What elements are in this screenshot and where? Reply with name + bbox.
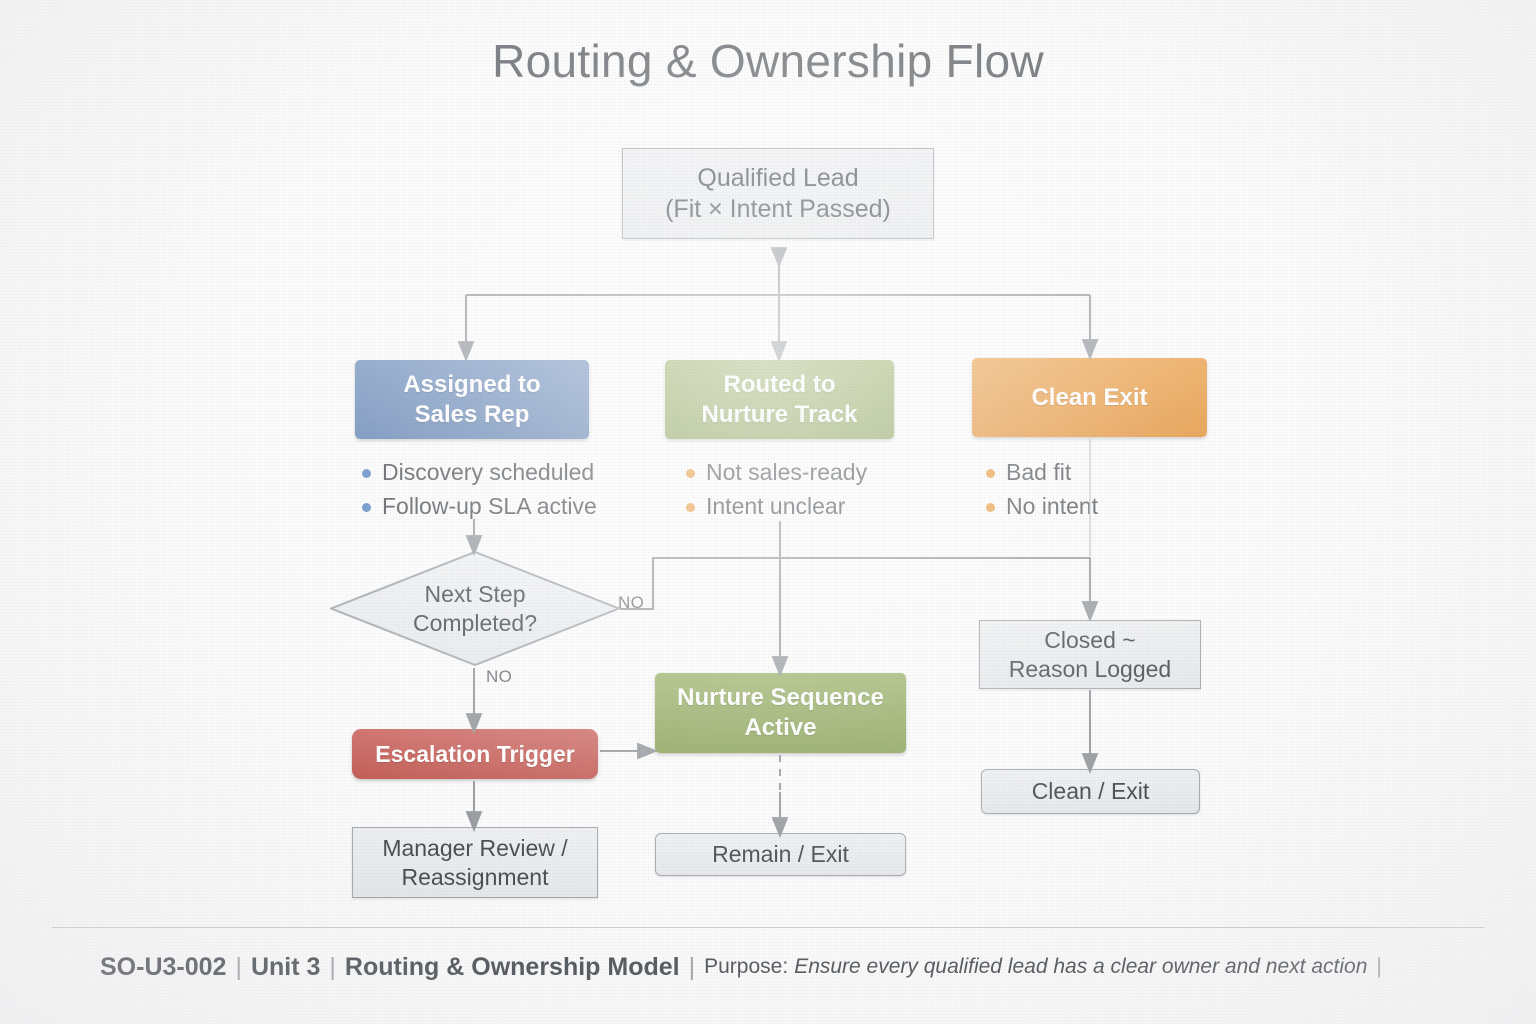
edge-decision-no-to-closed <box>620 556 1099 623</box>
